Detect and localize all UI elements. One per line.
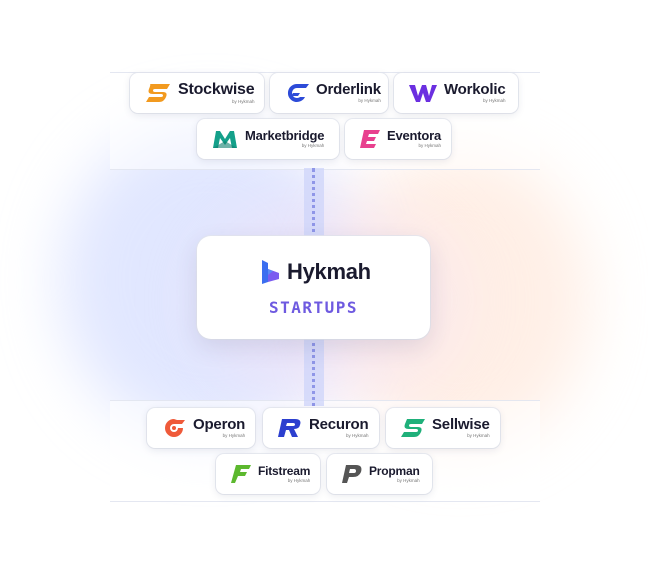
product-card-workolic[interactable]: Workolic by Hykmah	[394, 73, 518, 113]
product-card-propman[interactable]: Propman by Hykmah	[327, 454, 432, 494]
product-name: Fitstream	[258, 463, 311, 478]
product-by-label: by Hykmah	[301, 143, 325, 149]
product-name: Orderlink	[316, 81, 381, 99]
product-name: Eventora	[387, 128, 442, 144]
product-card-orderlink[interactable]: Orderlink by Hykmah	[270, 73, 388, 113]
product-by-label: by Hykmah	[482, 98, 506, 104]
workolic-logo-icon	[409, 85, 437, 102]
marketbridge-logo-icon	[213, 131, 237, 148]
orderlink-logo-icon	[287, 83, 309, 102]
hub-subtitle: STARTUPS	[268, 298, 359, 317]
product-by-label: by Hykmah	[467, 433, 490, 439]
product-by-label: by Hykmah	[397, 477, 420, 483]
product-name: Workolic	[444, 81, 506, 99]
product-card-eventora[interactable]: Eventora by Hykmah	[345, 119, 451, 159]
product-card-stockwise[interactable]: Stockwise by Hykmah	[130, 73, 264, 113]
product-name: Marketbridge	[245, 128, 325, 144]
product-by-label: by Hykmah	[287, 477, 311, 483]
hykmah-hub-card[interactable]: Hykmah STARTUPS	[197, 236, 430, 339]
product-by-label: by Hykmah	[231, 98, 255, 104]
product-card-marketbridge[interactable]: Marketbridge by Hykmah	[197, 119, 339, 159]
product-name: Propman	[369, 463, 420, 478]
eventora-logo-icon	[360, 130, 380, 148]
sellwise-logo-icon	[401, 419, 425, 437]
product-card-recuron[interactable]: Recuron by Hykmah	[263, 408, 379, 448]
operon-logo-icon	[165, 419, 185, 437]
product-by-label: by Hykmah	[345, 433, 369, 439]
product-name: Operon	[193, 416, 246, 434]
propman-logo-icon	[342, 465, 362, 483]
product-card-sellwise[interactable]: Sellwise by Hykmah	[386, 408, 500, 448]
recuron-logo-icon	[278, 419, 301, 437]
stockwise-logo-icon	[146, 84, 170, 102]
product-by-label: by Hykmah	[222, 433, 246, 439]
product-card-fitstream[interactable]: Fitstream by Hykmah	[216, 454, 320, 494]
product-by-label: by Hykmah	[418, 143, 442, 149]
top-connector-line	[304, 168, 324, 240]
product-card-operon[interactable]: Operon by Hykmah	[147, 408, 255, 448]
hub-name: Hykmah	[287, 259, 371, 284]
product-name: Stockwise	[178, 80, 255, 98]
hub-logo: Hykmah	[259, 259, 371, 285]
bottom-connector-line	[304, 336, 324, 406]
fitstream-logo-icon	[231, 465, 251, 483]
hykmah-logo-icon	[262, 260, 279, 284]
product-name: Sellwise	[432, 416, 490, 434]
product-name: Recuron	[309, 416, 369, 434]
product-by-label: by Hykmah	[358, 98, 381, 104]
